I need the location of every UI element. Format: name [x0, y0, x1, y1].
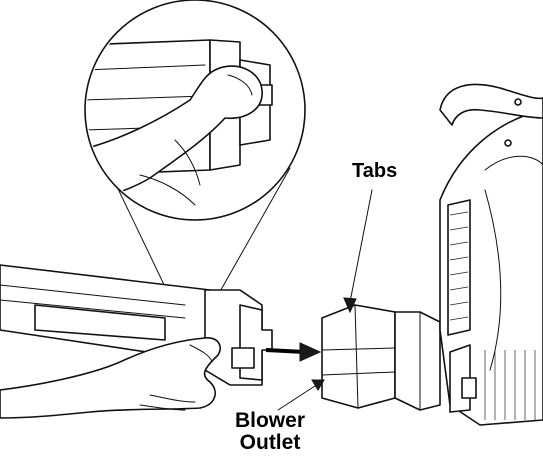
insert-arrow: [265, 342, 322, 362]
tabs-leader: [343, 189, 373, 314]
blower-outlet-label-line1: Blower: [234, 409, 305, 432]
blower-outlet-label-line2: Outlet: [239, 431, 301, 455]
tabs-label: Tabs: [352, 160, 398, 182]
blower-tube: [0, 264, 273, 419]
magnifier-detail: [84, 0, 306, 221]
blower-outlet-leader: [277, 379, 325, 411]
blower-outlet: [321, 304, 441, 411]
blower-outlet-label: Blower Outlet: [210, 409, 330, 455]
blower-housing: [439, 83, 543, 426]
